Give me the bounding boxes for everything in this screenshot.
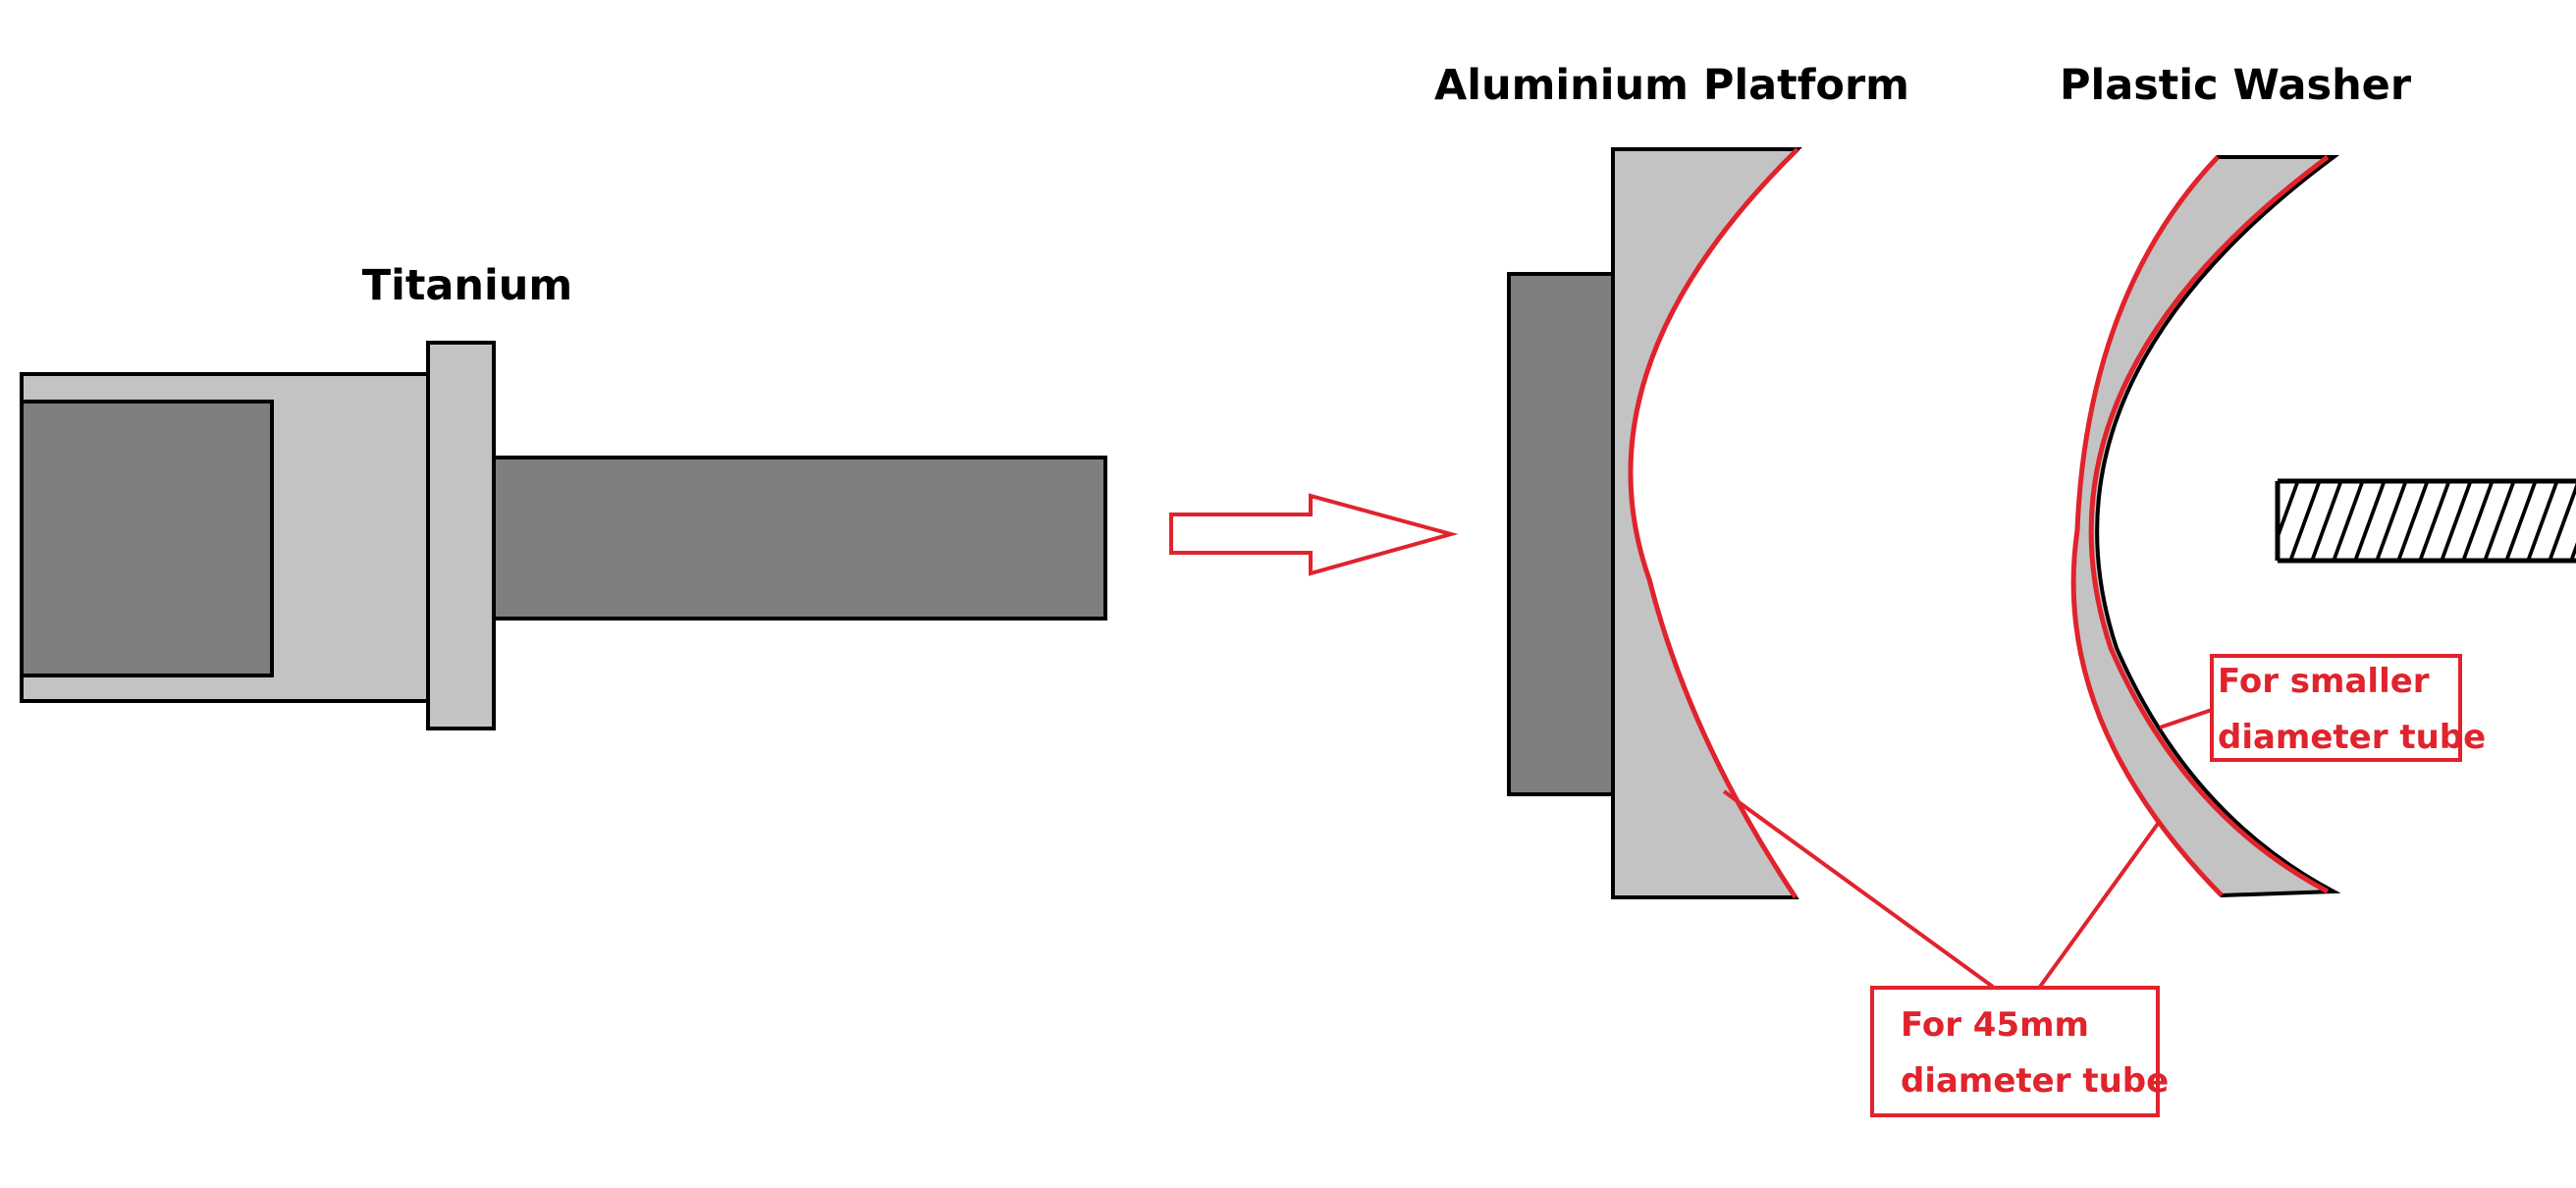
aluminium-platform-label: Aluminium Platform: [1434, 61, 1909, 110]
callout-text-line2: diameter tube: [2218, 718, 2486, 757]
threaded-rod: [2278, 481, 2576, 560]
callout-box: [2210, 654, 2462, 762]
titanium-part: [20, 341, 1107, 730]
callout-leader-line: [2159, 708, 2213, 729]
arrow-right-outline-icon: [1169, 493, 1459, 576]
platform-stem: [1507, 272, 1615, 796]
callout-leader-line: [2038, 822, 2160, 989]
callout-text-line2: diameter tube: [1901, 1061, 2169, 1101]
callout-leader-line: [1722, 789, 1995, 989]
callout-text-line1: For 45mm: [1901, 1005, 2089, 1045]
titanium-flange: [426, 341, 496, 730]
callout-45mm-tube: For 45mm diameter tube: [1722, 789, 2169, 1117]
callout-box: [1870, 986, 2160, 1117]
titanium-label: Titanium: [362, 261, 572, 310]
washer-inner-face: [2088, 154, 2330, 894]
plastic-washer-label: Plastic Washer: [2060, 61, 2412, 110]
aluminium-platform-part: [1507, 147, 1802, 899]
platform-curved-face: [1628, 147, 1799, 899]
plastic-washer-part: [2070, 154, 2341, 898]
hatched-rod-icon: [2275, 478, 2576, 564]
callout-text-line1: For smaller: [2218, 662, 2430, 701]
titanium-shaft: [492, 456, 1107, 621]
titanium-inner-core: [20, 400, 274, 677]
callout-smaller-tube: For smaller diameter tube: [2159, 654, 2486, 762]
washer-outer-face: [2070, 155, 2224, 897]
